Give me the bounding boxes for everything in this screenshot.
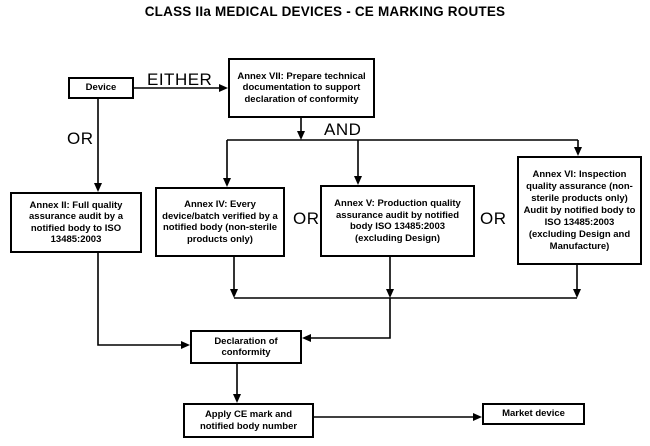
arrowhead-collector-v [386, 289, 394, 298]
node-declaration-label: Declaration of conformity [214, 335, 278, 359]
arrowhead-collector-iv [230, 289, 238, 298]
edge-label-and: AND [324, 120, 362, 139]
edge-label-or-annexv-annexvi: OR [480, 209, 507, 228]
arrowhead-annexii-in [94, 183, 102, 192]
edge-label-either: EITHER [147, 70, 213, 89]
arrowhead-declaration-left-in [181, 341, 190, 349]
node-annex-v: Annex V: Production quality assurance au… [320, 185, 475, 257]
arrowhead-annexvi-in [574, 147, 582, 156]
node-apply-ce-label: Apply CE mark and notified body number [199, 409, 298, 432]
node-device-label: Device [85, 82, 117, 94]
arrowhead-annexvii-in [219, 84, 228, 92]
node-annex-ii-label: Annex II: Full quality assurance audit b… [29, 199, 123, 246]
node-apply-ce-mark: Apply CE mark and notified body number [183, 403, 314, 438]
edge-collector-declaration [311, 298, 391, 339]
arrowhead-collector-vi [573, 289, 581, 298]
edge-label-or-annexiv-annexv: OR [293, 209, 320, 228]
arrowhead-annexv-in [354, 176, 362, 185]
node-device: Device [68, 77, 134, 99]
node-annex-iv-label: Annex IV: Every device/batch verified by… [162, 199, 278, 245]
edge-label-or-device: OR [67, 129, 94, 148]
arrowhead-market-in [473, 413, 482, 421]
arrowhead-andline-in [297, 131, 305, 140]
node-market-device: Market device [482, 403, 585, 425]
node-annex-v-label: Annex V: Production quality assurance au… [334, 198, 461, 244]
node-market-label: Market device [502, 408, 565, 420]
node-annex-vi-label: Annex VI: Inspection quality assurance (… [523, 168, 636, 252]
node-declaration-of-conformity: Declaration of conformity [190, 330, 302, 364]
node-annex-iv: Annex IV: Every device/batch verified by… [155, 187, 285, 257]
arrowhead-annexiv-in [223, 178, 231, 187]
node-annex-vii-label: Annex VII: Prepare technical documentati… [237, 70, 366, 105]
node-annex-vii: Annex VII: Prepare technical documentati… [228, 58, 375, 118]
arrowhead-declaration-right-in [302, 334, 311, 342]
edge-annexii-declaration [97, 253, 181, 346]
diagram-title: CLASS IIa MEDICAL DEVICES - CE MARKING R… [144, 4, 506, 19]
arrowhead-apply-in [233, 394, 241, 403]
node-annex-ii: Annex II: Full quality assurance audit b… [10, 192, 142, 253]
node-annex-vi: Annex VI: Inspection quality assurance (… [517, 156, 642, 265]
